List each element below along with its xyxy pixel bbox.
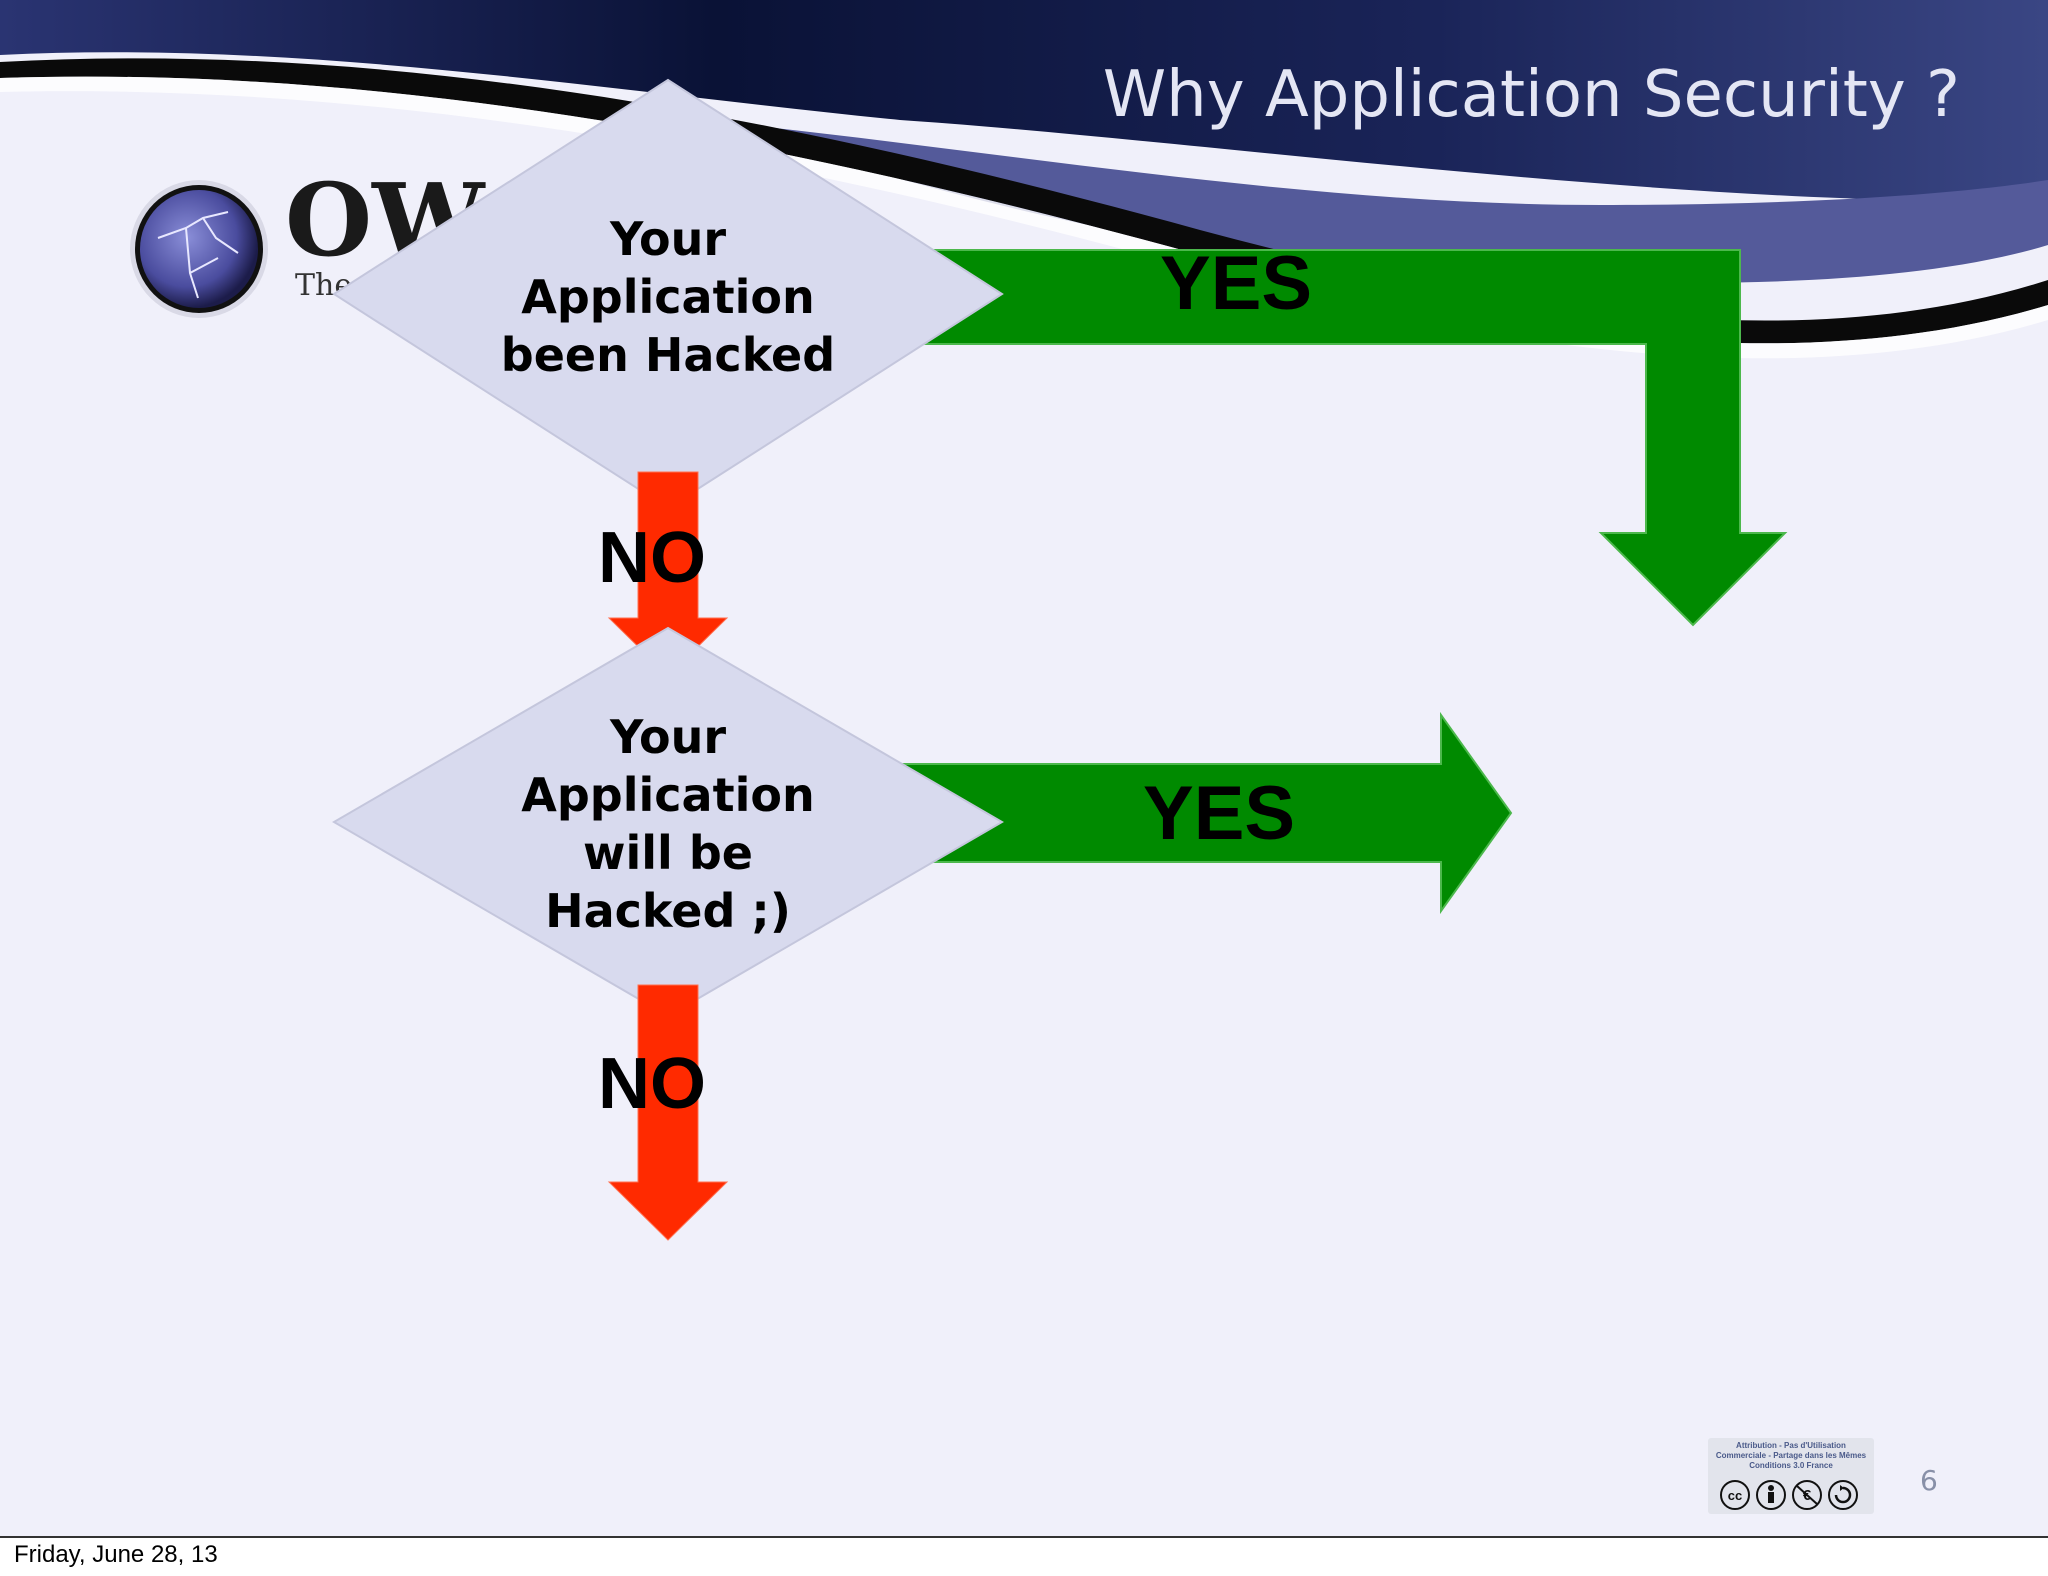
slide-title: Why Application Security ? [1102, 58, 1960, 132]
flowchart [332, 78, 1788, 1241]
decision-1-no-label: NO [598, 518, 706, 598]
svg-text:cc: cc [1728, 1488, 1742, 1503]
header-background [0, 0, 2048, 359]
cc-license-text: Attribution - Pas d'Utilisation Commerci… [1715, 1441, 1867, 1470]
decision-2-no-label: NO [598, 1044, 706, 1124]
decision-2-yes-arrow [899, 711, 1513, 915]
decision-1-line-2: Application [521, 270, 815, 324]
decision-2-label: Your Application will be Hacked ;) [488, 708, 848, 940]
decision-2-yes-label: YES [1143, 771, 1296, 856]
decision-2-line-2: Application [521, 768, 815, 822]
footer-date: Friday, June 28, 13 [14, 1541, 218, 1568]
decision-2-no-arrow [607, 984, 729, 1241]
cc-license-icons: cc € [1720, 1480, 1858, 1510]
decision-1-line-3: been Hacked [500, 328, 836, 382]
slide: Why Application Security ? OW The Your A… [0, 0, 2048, 1538]
decision-2-line-4: Hacked ;) [545, 884, 791, 938]
decision-1-line-1: Your [609, 212, 727, 266]
decision-1-yes-label: YES [1160, 241, 1313, 326]
decision-2-line-1: Your [609, 710, 727, 764]
owasp-logo-icon [130, 180, 268, 318]
page-number: 6 [1920, 1464, 1938, 1497]
decision-2-line-3: will be [583, 826, 753, 880]
decision-1-yes-arrow [899, 249, 1788, 627]
cc-license-badge: Attribution - Pas d'Utilisation Commerci… [1708, 1438, 1874, 1514]
decision-1-label: Your Application been Hacked [488, 210, 848, 384]
